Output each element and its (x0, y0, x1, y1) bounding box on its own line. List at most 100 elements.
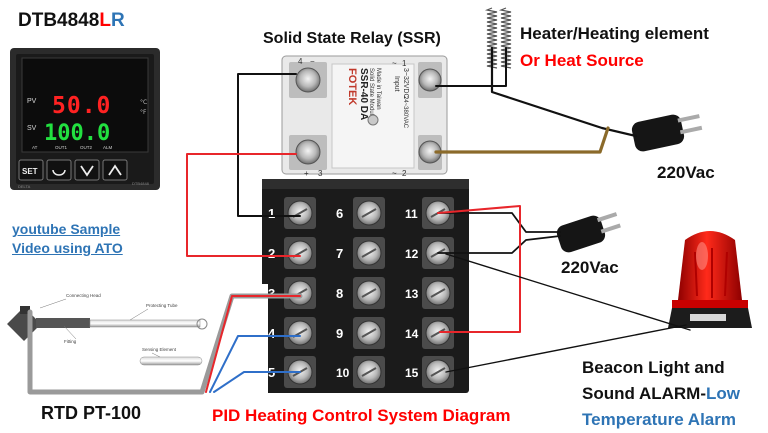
controller-model-label: DTB4848LR (18, 10, 125, 31)
up-key (102, 159, 128, 181)
down-key (74, 159, 100, 181)
screw-icon (295, 139, 321, 165)
indicator-out1: OUT1 (55, 145, 67, 150)
pv-readout: 50.0 (52, 93, 111, 119)
solid-state-relay: 4 − 1 ~ 3 + 2 ~ FOTEK SSR-40 DA Solid St… (281, 55, 448, 178)
indicator-out2: OUT2 (80, 145, 92, 150)
set-key-label: SET (22, 167, 38, 176)
rtd-part-head: Connecting Head (66, 293, 101, 298)
wire-heater-plug (490, 46, 638, 138)
screw-icon (418, 68, 442, 92)
screw-slot (430, 288, 446, 298)
beacon-light-icon (668, 231, 752, 328)
wire-alarm-jumper (437, 205, 521, 333)
controller-display (21, 57, 149, 153)
heat-source-label: Or Heat Source (520, 51, 644, 70)
controller-model-tag: DTB4848 (132, 181, 150, 186)
plug-icon (556, 212, 621, 253)
mode-key (46, 159, 72, 181)
heater-label: Heater/Heating element (520, 24, 709, 43)
cycle-icon (52, 169, 66, 176)
terminal-number-15: 15 (405, 366, 419, 380)
terminal-block-rim (262, 179, 469, 189)
terminal-number-14: 14 (405, 327, 419, 341)
unit-c-icon: °C (140, 99, 147, 106)
unit-f-icon: °F (140, 109, 147, 116)
ssr-pin-3: 3 (318, 169, 323, 178)
mains-label-1: 220Vac (657, 163, 715, 182)
screw-slot (361, 288, 377, 298)
indicator-alm: ALM (103, 145, 113, 150)
wire-alarm-common (445, 253, 691, 331)
ssr-pin-4: 4 (298, 57, 303, 66)
pv-tag: PV (27, 98, 37, 105)
rtd-part-fitting: Fitting (64, 339, 77, 344)
terminal-number-13: 13 (405, 287, 419, 301)
alarm-label: Beacon Light and Sound ALARM-Low Tempera… (582, 358, 741, 429)
terminal-number-4: 4 (268, 326, 276, 341)
protecting-tube (89, 319, 201, 328)
terminal-number-9: 9 (336, 326, 343, 341)
rtd-part-sensing: Sensing Element (142, 347, 177, 352)
terminal-number-6: 6 (336, 206, 343, 221)
screw-slot (430, 367, 446, 377)
ssr-caption-1: Solid State Module (368, 68, 374, 119)
terminal-number-8: 8 (336, 286, 343, 301)
ssr-label-panel (331, 63, 415, 169)
controller-brand: DELTA (18, 184, 31, 189)
mains-label-2: 220Vac (561, 258, 619, 277)
cable-gland (20, 306, 30, 314)
rtd-probe-panel (0, 284, 268, 404)
wire-rtd-red (205, 295, 301, 393)
led-icon (367, 114, 379, 126)
terminal-number-7: 7 (336, 246, 343, 261)
sv-tag: SV (27, 125, 37, 132)
rtd-part-tube: Protecting Tube (146, 303, 178, 308)
terminal-number-2: 2 (268, 246, 275, 261)
wire-rtd-blue-1 (209, 335, 301, 393)
chevron-down-icon (80, 165, 94, 177)
wire-mains-brown (434, 126, 610, 154)
ssr-model: SSR-40 DA (358, 68, 369, 120)
ssr-sign-minus: − (310, 57, 315, 66)
screw-slot (361, 208, 377, 218)
wire-heater-1 (435, 47, 507, 87)
ssr-sign-plus: + (304, 169, 309, 178)
sensing-element (139, 356, 203, 366)
fitting (36, 318, 90, 328)
terminal-number-10: 10 (336, 366, 350, 380)
ssr-pin-2: 2 (402, 169, 407, 178)
ssr-output-range: 24~380VAC (402, 96, 408, 129)
terminal-number-1: 1 (268, 206, 275, 221)
chevron-up-icon (108, 164, 122, 176)
indicator-at: AT (32, 145, 38, 150)
sv-readout: 100.0 (44, 121, 110, 146)
rtd-probe: Connecting Head Protecting Tube Fitting … (0, 284, 268, 404)
ssr-pin-1: 1 (402, 59, 407, 68)
youtube-video-link[interactable]: youtube Sample Video using ATO (12, 221, 123, 256)
probe-tip (196, 318, 208, 330)
ssr-caption-2: Made in Taiwan (375, 68, 381, 110)
wire-rtd-blue-2 (213, 371, 301, 393)
ssr-sign-ac1: ~ (392, 59, 397, 68)
diagram-title: PID Heating Control System Diagram (212, 406, 511, 425)
ssr-input-range: 3~32VDC (402, 68, 409, 99)
wire-ssr-negative (237, 73, 301, 217)
wire-ssr-positive (186, 153, 301, 257)
screw-slot (361, 367, 377, 377)
screw-slot (361, 248, 377, 258)
plug-icon (631, 114, 703, 152)
temperature-controller: PV SV 50.0 100.0 °C °F AT OUT1 OUT2 ALM … (10, 48, 160, 190)
screw-icon (295, 67, 321, 93)
terminal-number-12: 12 (405, 247, 419, 261)
terminal-number-11: 11 (405, 207, 418, 221)
terminal-screws (284, 197, 454, 388)
rtd-label: RTD PT-100 (41, 403, 142, 423)
ssr-title: Solid State Relay (SSR) (263, 30, 441, 47)
heater-coil-icon (484, 7, 512, 69)
wire-alarm-signal (445, 324, 687, 373)
ssr-sign-ac2: ~ (392, 169, 397, 178)
ssr-input-label: Input (393, 76, 400, 92)
